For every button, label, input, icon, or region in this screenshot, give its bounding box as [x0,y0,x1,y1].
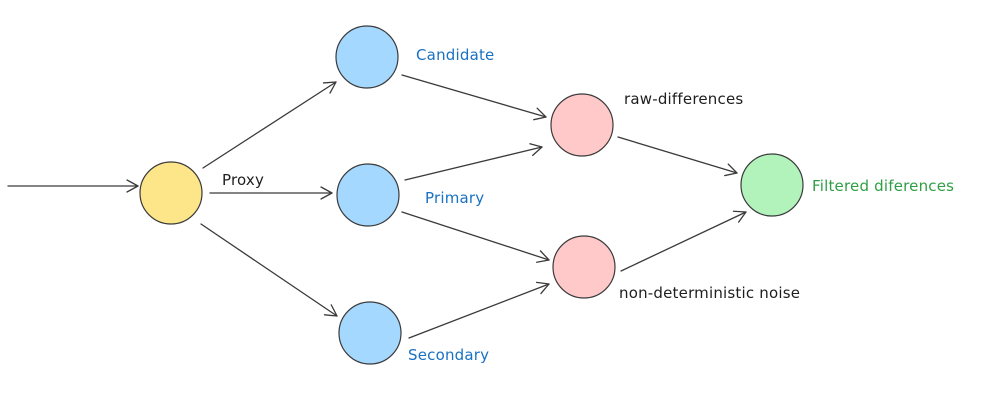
node-primary [336,163,400,227]
edge-raw-filtered [617,136,738,177]
edge-candidate-raw [401,74,547,121]
node-candidate [335,25,399,89]
node-label-raw-differences: raw-differences [624,90,744,108]
node-label-non-deterministic-noise: non-deterministic noise [619,284,801,302]
node-proxy [139,161,203,225]
node-raw [550,93,614,157]
node-secondary [338,301,402,365]
node-label-proxy: Proxy [222,171,265,189]
node-label-primary: Primary [425,189,485,207]
node-noise [552,235,616,299]
node-filtered [740,153,804,217]
edge-secondary-noise [408,281,550,339]
edge-noise-filtered [620,210,747,272]
edge-proxy-candidate [202,81,337,169]
edge-proxy-secondary [200,223,338,317]
node-label-filtered-differences: Filtered diferences [812,177,955,195]
edge-primary-noise [401,211,550,263]
node-label-secondary: Secondary [408,346,490,364]
node-label-candidate: Candidate [416,46,495,64]
edge-primary-raw [404,143,543,181]
